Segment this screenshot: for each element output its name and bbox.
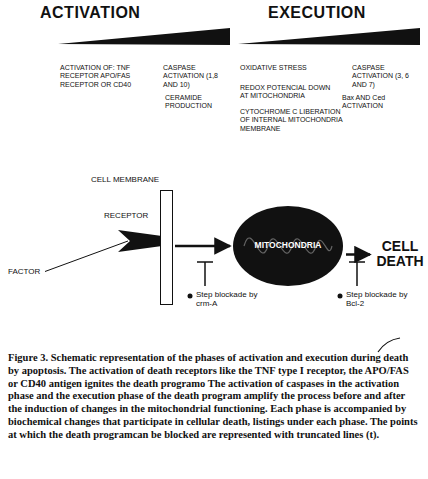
mitochondria-ellipse: MITOCHONDRIA bbox=[232, 205, 344, 287]
receptor-shape: RECEPTOR bbox=[116, 226, 162, 256]
phase-event: REDOX POTENCIAL DOWN AT MITOCHONDRIA bbox=[240, 84, 336, 101]
blockade-note: Step blockade by Bcl-2 bbox=[346, 290, 418, 308]
activation-wedge bbox=[58, 28, 230, 45]
node-text: CELL DEATH bbox=[374, 239, 426, 270]
factor-label: FACTOR bbox=[6, 266, 43, 277]
node-text: RECEPTOR bbox=[104, 211, 148, 220]
flow-arrow bbox=[346, 253, 370, 256]
stray-mark bbox=[378, 338, 400, 352]
flow-arrow bbox=[175, 245, 230, 248]
bullet bbox=[338, 294, 343, 299]
block-symbol-crm-a bbox=[197, 262, 213, 286]
outcome-label: CELL DEATH bbox=[372, 238, 428, 271]
figure-caption: Figure 3. Schematic representation of th… bbox=[8, 352, 420, 442]
phase-event: OXIDATIVE STRESS bbox=[240, 64, 320, 72]
phase-event: CERAMIDE PRODUCTION bbox=[165, 94, 235, 111]
phase-event: CYTOCHROME C LIBERATION OF INTERNAL MITO… bbox=[240, 108, 352, 133]
connector-line bbox=[45, 241, 128, 272]
block-symbol-bcl-2 bbox=[349, 262, 365, 286]
blockade-note: Step blockade by crm-A bbox=[196, 290, 268, 308]
node-text: CELL MEMBRANE bbox=[91, 175, 159, 184]
phase-event: CASPASE ACTIVATION (1,8 AND 10) bbox=[163, 64, 231, 89]
phase-heading: ACTIVATION bbox=[40, 4, 180, 22]
bullet bbox=[188, 294, 193, 299]
phase-event: CASPASE ACTIVATION (3, 6 AND 7) bbox=[352, 64, 422, 89]
execution-wedge bbox=[238, 28, 420, 45]
cell-membrane: CELL MEMBRANE bbox=[160, 190, 173, 305]
phase-event: ACTIVATION OF: TNF RECEPTOR APO/FAS RECE… bbox=[60, 64, 152, 89]
node-text: FACTOR bbox=[8, 267, 41, 276]
receptor-outline bbox=[116, 226, 162, 256]
phase-heading: EXECUTION bbox=[268, 4, 408, 22]
phase-event: Bax AND Ced ACTIVATION bbox=[342, 94, 424, 111]
node-text: MITOCHONDRIA bbox=[232, 240, 344, 250]
